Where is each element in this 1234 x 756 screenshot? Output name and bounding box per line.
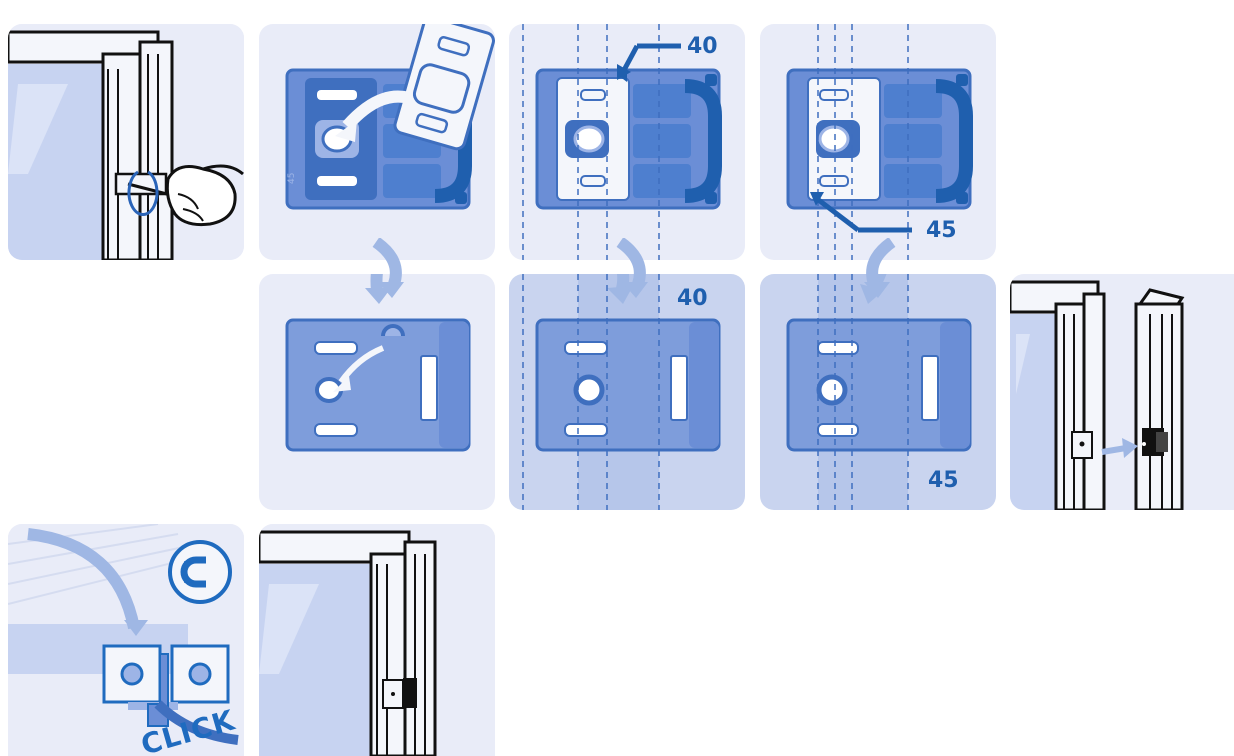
panel-step-1: [8, 24, 244, 260]
template-label-45: 45: [287, 173, 297, 184]
template-40-illustration: [509, 24, 745, 260]
door-catch-illustration: [1010, 274, 1234, 510]
panel-step-7: 45: [760, 274, 996, 510]
flow-arrow-4-7: [862, 238, 902, 300]
magnet-insertion-illustration: [259, 274, 495, 510]
template-45-illustration: [760, 24, 996, 260]
label-45-top: 45: [926, 220, 957, 242]
label-45-bottom: 45: [928, 470, 959, 492]
panel-step-3: 40: [509, 24, 745, 260]
panel-step-6: 40: [509, 274, 745, 510]
panel-step-10: [259, 524, 495, 756]
panel-step-5: [259, 274, 495, 510]
plate-45-illustration: [760, 274, 996, 510]
template-insertion-illustration: 45: [259, 24, 495, 260]
panel-step-9: CLICK: [8, 524, 244, 756]
label-40-bottom: 40: [677, 288, 708, 310]
panel-step-8: [1010, 274, 1234, 510]
finished-door-illustration: [259, 524, 495, 756]
plate-40-illustration: [509, 274, 745, 510]
flow-arrow-3-6: [612, 238, 652, 300]
panel-step-4: 45: [760, 24, 996, 260]
label-40-top: 40: [687, 36, 718, 58]
door-hexkey-illustration: [8, 24, 244, 260]
panel-step-2: 45: [259, 24, 495, 260]
flow-arrow-2-5: [368, 238, 408, 300]
